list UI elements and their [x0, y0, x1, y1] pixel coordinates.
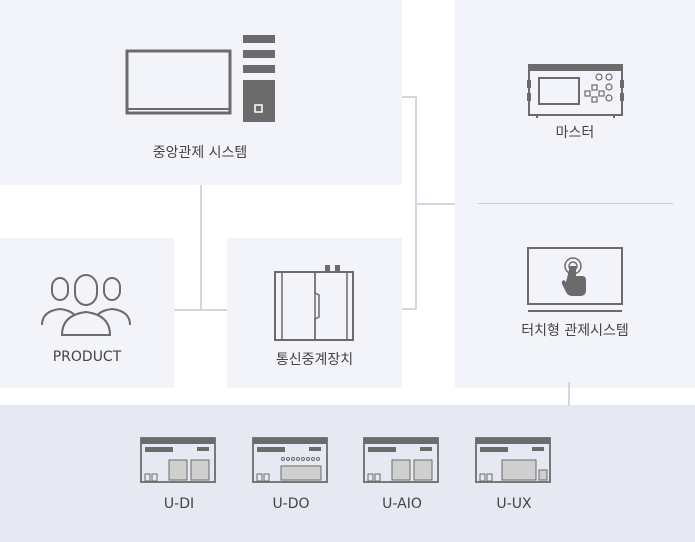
module-u-di: U-DI [139, 434, 219, 512]
connector-central-right [402, 96, 417, 98]
module-u-di-label: U-DI [163, 496, 195, 512]
product-label: PRODUCT [52, 349, 122, 365]
io-module-icon [363, 437, 439, 483]
module-u-do: U-DO [251, 434, 331, 512]
right-panel-divider [478, 203, 673, 204]
central-system-panel [0, 0, 402, 185]
user-group-icon [41, 274, 131, 336]
connector-central-down [200, 185, 202, 310]
module-u-aio-label: U-AIO [382, 496, 422, 512]
touch-system-label: 터치형 관제시스템 [521, 323, 629, 339]
module-u-ux-label: U-UX [496, 496, 532, 512]
module-u-do-label: U-DO [272, 496, 310, 512]
central-system-label: 중앙관제 시스템 [152, 145, 248, 161]
desktop-computer-icon [125, 35, 275, 122]
connector-product-relay [174, 309, 227, 311]
io-module-icon [140, 437, 216, 483]
io-module-icon [475, 437, 551, 483]
touch-monitor-icon [527, 247, 623, 312]
connector-touch-modules [568, 382, 570, 406]
connector-bus-right-panel [415, 203, 455, 205]
module-u-ux: U-UX [474, 434, 554, 512]
cabinet-device-icon [274, 265, 354, 341]
relay-label: 통신중계장치 [275, 352, 354, 368]
module-u-aio: U-AIO [362, 434, 442, 512]
master-label: 마스터 [555, 125, 595, 141]
modules-band [0, 405, 695, 542]
connector-relay-right [402, 308, 417, 310]
controller-device-icon [527, 64, 624, 118]
io-module-icon [252, 437, 328, 483]
